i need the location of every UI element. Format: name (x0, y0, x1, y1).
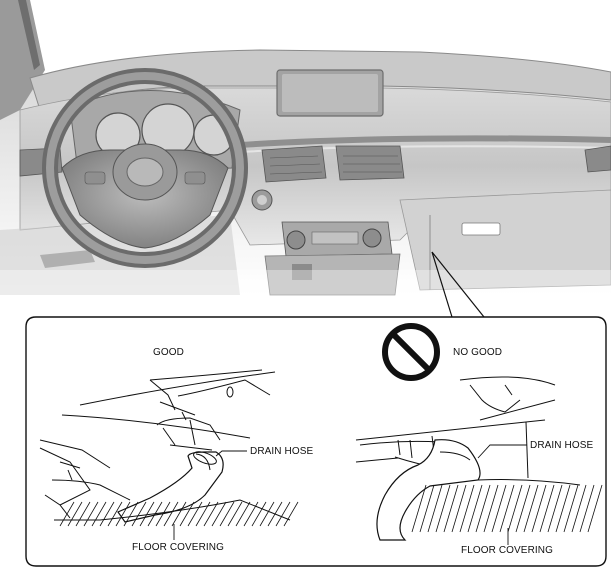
good-floor-hatch (59, 501, 299, 527)
hatch-line (131, 501, 147, 527)
hatch-line (187, 501, 203, 527)
hatch-line (411, 484, 427, 533)
hatch-line (219, 501, 235, 527)
hatch-line (571, 484, 587, 533)
drain-hose-label-no-good: DRAIN HOSE (530, 440, 594, 451)
hatch-line (579, 484, 595, 533)
hatch-line (59, 501, 75, 527)
hatch-line (171, 501, 187, 527)
floor-covering-label-good: FLOOR COVERING (132, 542, 224, 553)
hatch-line (259, 501, 275, 527)
hatch-line (515, 484, 531, 533)
hatch-line (195, 501, 211, 527)
hatch-line (211, 501, 227, 527)
hatch-line (539, 484, 555, 533)
hatch-line (499, 484, 515, 533)
no-good-floor-hatch (411, 484, 603, 533)
hatch-line (75, 501, 91, 527)
hatch-line (419, 484, 435, 533)
hatch-line (107, 501, 123, 527)
no-good-label: NO GOOD (453, 347, 503, 358)
hatch-line (227, 501, 243, 527)
hatch-line (243, 501, 259, 527)
hatch-line (115, 501, 131, 527)
prohibition-icon (382, 323, 440, 381)
hatch-line (427, 484, 443, 533)
hatch-line (147, 501, 163, 527)
hatch-line (251, 501, 267, 527)
hatch-line (555, 484, 571, 533)
hatch-line (203, 501, 219, 527)
hatch-line (83, 501, 99, 527)
hatch-line (523, 484, 539, 533)
hatch-line (483, 484, 499, 533)
hatch-line (475, 484, 491, 533)
hatch-line (275, 501, 291, 527)
hatch-line (235, 501, 251, 527)
steering-wheel (42, 68, 248, 268)
hatch-line (467, 484, 483, 533)
hatch-line (563, 484, 579, 533)
callout-pointer (431, 251, 485, 318)
hatch-line (435, 484, 451, 533)
dashboard-illustration (0, 0, 611, 296)
good-label: GOOD (153, 347, 184, 358)
hatch-line (139, 501, 155, 527)
detail-callout-frame (25, 316, 607, 567)
floor-covering-label-no-good: FLOOR COVERING (461, 545, 553, 556)
hatch-line (491, 484, 507, 533)
hatch-line (283, 501, 299, 527)
drain-hose-label-good: DRAIN HOSE (250, 446, 314, 457)
hatch-line (67, 501, 83, 527)
hatch-line (155, 501, 171, 527)
hatch-line (531, 484, 547, 533)
hatch-line (91, 501, 107, 527)
hatch-line (547, 484, 563, 533)
hatch-line (99, 501, 115, 527)
hatch-line (459, 484, 475, 533)
hatch-line (451, 484, 467, 533)
hatch-line (507, 484, 523, 533)
hatch-line (163, 501, 179, 527)
hatch-line (443, 484, 459, 533)
no-good-detail-drawing (355, 376, 581, 541)
hatch-line (179, 501, 195, 527)
hatch-line (123, 501, 139, 527)
hatch-line (587, 484, 603, 533)
hatch-line (267, 501, 283, 527)
leader-lines (173, 444, 527, 545)
